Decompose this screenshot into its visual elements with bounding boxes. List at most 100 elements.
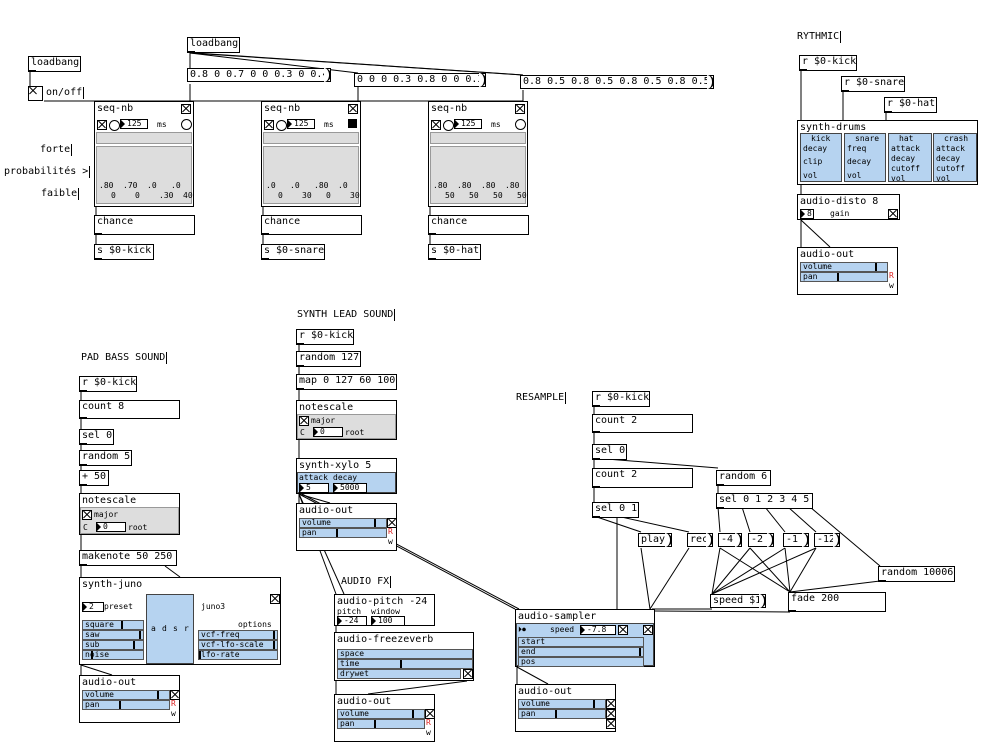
kick-panel[interactable]: kick decay clip vol [800, 133, 842, 182]
audio-out-lead[interactable]: audio-out volume pan R w [296, 503, 397, 551]
volume-slider[interactable]: volume [800, 262, 888, 272]
wave-noise[interactable]: noise [82, 650, 144, 660]
mod-lfo-rate[interactable]: lfo-rate [198, 650, 278, 660]
on-off-toggle[interactable] [28, 86, 43, 101]
hat-attack[interactable]: attack [891, 144, 920, 153]
wave-square[interactable]: square [82, 620, 144, 630]
record-icon[interactable]: R [171, 699, 176, 708]
major-toggle[interactable] [82, 510, 92, 520]
record-icon[interactable]: R [426, 718, 431, 727]
mute-toggle[interactable] [425, 709, 435, 719]
mute-toggle[interactable] [606, 699, 616, 709]
receive-hat-rythmic[interactable]: r $0-hat [884, 97, 937, 113]
pos-slider[interactable]: pos [518, 657, 644, 667]
count-2-a[interactable]: count 2 [592, 414, 693, 433]
crash-attack[interactable]: attack [936, 144, 965, 153]
audio-sampler[interactable]: audio-sampler ⏵⏺ speed -7.8 start end po… [515, 609, 655, 667]
hat-pattern-message[interactable]: 0.8 0.5 0.8 0.5 0.8 0.5 0.8 0.5 [520, 75, 714, 89]
major-toggle[interactable] [299, 416, 309, 426]
seq-sliders[interactable] [96, 146, 192, 204]
seq-sliders[interactable] [430, 146, 526, 204]
preset-value[interactable]: 2 [82, 602, 104, 612]
snare-vol[interactable]: vol [847, 171, 862, 180]
drywet-slider[interactable]: drywet [337, 669, 461, 679]
record-icon[interactable]: R [889, 271, 894, 280]
volume-slider[interactable]: volume [82, 690, 170, 700]
decay-value[interactable]: 5000 [333, 483, 367, 493]
space-slider[interactable]: space [337, 649, 473, 659]
waveform-icon[interactable]: w [388, 537, 393, 546]
send-snare[interactable]: s $0-snare [261, 244, 325, 260]
minus-12-message[interactable]: -12 [814, 533, 840, 547]
crash-vol[interactable]: vol [936, 174, 951, 183]
seq-close-icon[interactable] [515, 104, 525, 114]
minus-2-message[interactable]: -2 [748, 533, 774, 547]
snare-panel[interactable]: snare freq decay vol [844, 133, 886, 182]
seq-reset-icon[interactable] [515, 119, 526, 130]
seq-nb-kick[interactable]: seq-nb 125 ms .80 0 .70 0 .0 .30 .0 40 [94, 101, 194, 207]
seq-step-toggles[interactable] [263, 132, 359, 144]
seq-tempo[interactable]: 125 [120, 119, 148, 129]
seq-bang-icon[interactable] [276, 120, 287, 131]
pan-slider[interactable]: pan [82, 700, 170, 710]
volume-slider[interactable]: volume [518, 699, 606, 709]
seq-tempo[interactable]: 125 [287, 119, 315, 129]
mute-toggle[interactable] [387, 518, 397, 528]
snare-decay[interactable]: decay [847, 157, 872, 166]
window-value[interactable]: 100 [371, 616, 405, 626]
seq-step-toggles[interactable] [430, 132, 526, 144]
random-6[interactable]: random 6 [716, 470, 771, 486]
root-value[interactable]: 0 [313, 427, 343, 437]
audio-out-pad[interactable]: audio-out volume pan R w [79, 675, 180, 723]
seq-nb-snare[interactable]: seq-nb 125 ms .0 0 .0 30 .80 0 .0 30 [261, 101, 361, 207]
disto-value[interactable]: 8 [800, 209, 814, 219]
crash-decay[interactable]: decay [936, 154, 961, 163]
seq-step-toggles[interactable] [96, 132, 192, 144]
pan-slider[interactable]: pan [518, 709, 606, 719]
sel-0-pad[interactable]: sel 0 [79, 429, 114, 445]
minus-1-message[interactable]: -1 [783, 533, 809, 547]
kick-pattern-message[interactable]: 0.8 0 0.7 0 0 0.3 0 0.4 [187, 68, 331, 82]
seq-sliders[interactable] [263, 146, 359, 204]
sel-0-resample[interactable]: sel 0 [592, 444, 627, 460]
audio-pitch[interactable]: audio-pitch -24 pitch window -24 100 [334, 594, 435, 626]
chance-snare[interactable]: chance [261, 215, 362, 235]
sampler-loop-toggle[interactable] [618, 625, 628, 635]
volume-slider[interactable]: volume [337, 709, 425, 719]
audio-out-resample[interactable]: audio-out volume pan [515, 684, 616, 732]
seq-close-icon[interactable] [181, 104, 191, 114]
root-value[interactable]: 0 [96, 522, 126, 532]
pan-slider[interactable]: pan [337, 719, 425, 729]
send-kick[interactable]: s $0-kick [94, 244, 154, 260]
audio-out-fx[interactable]: audio-out volume pan R w [334, 694, 435, 742]
end-slider[interactable]: end [518, 647, 644, 657]
fade-200[interactable]: fade 200 [788, 592, 886, 612]
receive-kick-rythmic[interactable]: r $0-kick [799, 55, 857, 71]
seq-stop-icon[interactable] [348, 119, 357, 128]
waveform-icon[interactable]: w [426, 728, 431, 737]
map-object[interactable]: map 0 127 60 100 [296, 374, 397, 390]
time-slider[interactable]: time [337, 659, 473, 669]
record-toggle[interactable] [606, 709, 616, 719]
wave-saw[interactable]: saw [82, 630, 144, 640]
volume-slider[interactable]: volume [299, 518, 387, 528]
hat-panel[interactable]: hat attack decay cutoff vol [888, 133, 932, 183]
minus-4-message[interactable]: -4 [718, 533, 742, 547]
seq-toggle[interactable] [97, 120, 107, 130]
pan-slider[interactable]: pan [800, 272, 888, 282]
notescale-pad[interactable]: notescale major C 0 root [79, 493, 180, 535]
random-10006[interactable]: random 10006 [878, 566, 955, 582]
chance-kick[interactable]: chance [94, 215, 195, 235]
receive-kick-lead[interactable]: r $0-kick [296, 329, 354, 345]
kick-vol[interactable]: vol [803, 171, 818, 180]
hat-decay[interactable]: decay [891, 154, 916, 163]
synth-juno[interactable]: synth-juno 2 preset juno3 square saw sub… [79, 577, 281, 665]
pitch-value[interactable]: -24 [337, 616, 367, 626]
random-5[interactable]: random 5 [79, 450, 132, 466]
start-slider[interactable]: start [518, 637, 644, 647]
sampler-close-icon[interactable] [643, 625, 653, 635]
seq-toggle[interactable] [264, 120, 274, 130]
sel-0-1[interactable]: sel 0 1 [592, 502, 639, 518]
attack-value[interactable]: 5 [299, 483, 329, 493]
rec-message[interactable]: rec [687, 533, 713, 547]
